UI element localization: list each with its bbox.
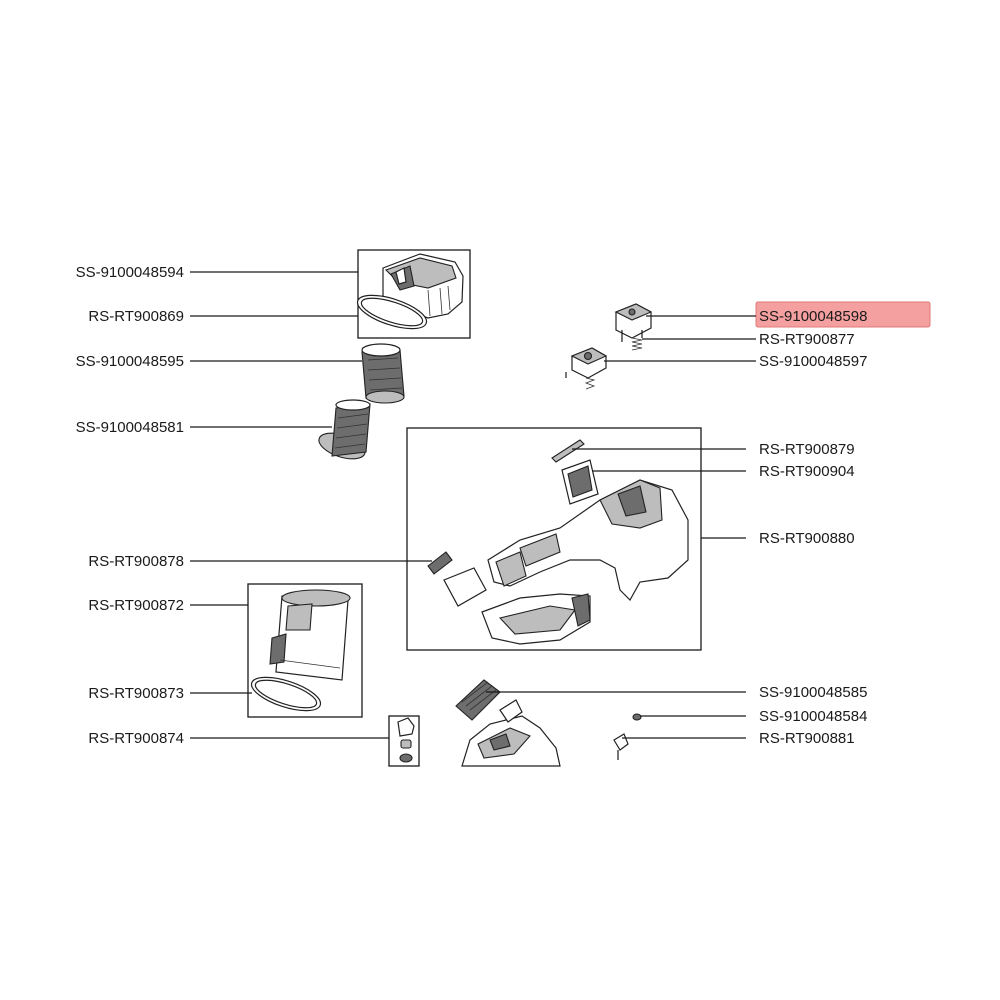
label-rs-rt900877: RS-RT900877 <box>759 331 855 348</box>
label-ss-9100048598: SS-9100048598 <box>759 308 867 325</box>
part-cylinder-filter-illustration[interactable] <box>361 343 405 404</box>
label-ss-9100048595: SS-9100048595 <box>76 353 184 370</box>
label-rs-rt900874: RS-RT900874 <box>88 730 184 747</box>
part-dust-bin-illustration[interactable] <box>269 589 351 681</box>
part-main-housing-illustration[interactable] <box>443 479 689 645</box>
label-ss-9100048594: SS-9100048594 <box>76 264 184 281</box>
label-rs-rt900904: RS-RT900904 <box>759 463 855 480</box>
part-base-unit-illustration <box>461 699 561 767</box>
label-rs-rt900879: RS-RT900879 <box>759 441 855 458</box>
part-washer-illustration[interactable] <box>632 713 642 721</box>
part-small-spring-illustration[interactable] <box>427 551 453 575</box>
label-ss-9100048581: SS-9100048581 <box>76 419 184 436</box>
label-ss-9100048584: SS-9100048584 <box>759 708 867 725</box>
part-cover-illustration[interactable] <box>382 253 464 319</box>
label-rs-rt900878: RS-RT900878 <box>88 553 184 570</box>
group-frame-bin <box>247 583 363 718</box>
label-rs-rt900872: RS-RT900872 <box>88 597 184 614</box>
group-frame-housing <box>406 427 702 651</box>
part-lid-top-illustration[interactable] <box>614 303 653 342</box>
part-mesh-filter-illustration[interactable] <box>455 679 501 721</box>
group-frame-valve <box>388 715 420 767</box>
part-filter-base-illustration[interactable] <box>316 399 371 464</box>
selected-part-highlight <box>755 301 931 328</box>
part-lid-bottom-illustration[interactable] <box>565 347 608 390</box>
label-rs-rt900880: RS-RT900880 <box>759 530 855 547</box>
part-spring-illustration[interactable] <box>631 337 643 351</box>
part-valve-illustration[interactable] <box>397 717 415 763</box>
label-rs-rt900881: RS-RT900881 <box>759 730 855 747</box>
label-rs-rt900873: RS-RT900873 <box>88 685 184 702</box>
group-frame-cover <box>357 249 471 339</box>
label-ss-9100048585: SS-9100048585 <box>759 684 867 701</box>
label-rs-rt900869: RS-RT900869 <box>88 308 184 325</box>
part-strip-illustration[interactable] <box>551 439 585 463</box>
part-frame-gasket-illustration[interactable] <box>561 459 599 505</box>
label-ss-9100048597: SS-9100048597 <box>759 353 867 370</box>
